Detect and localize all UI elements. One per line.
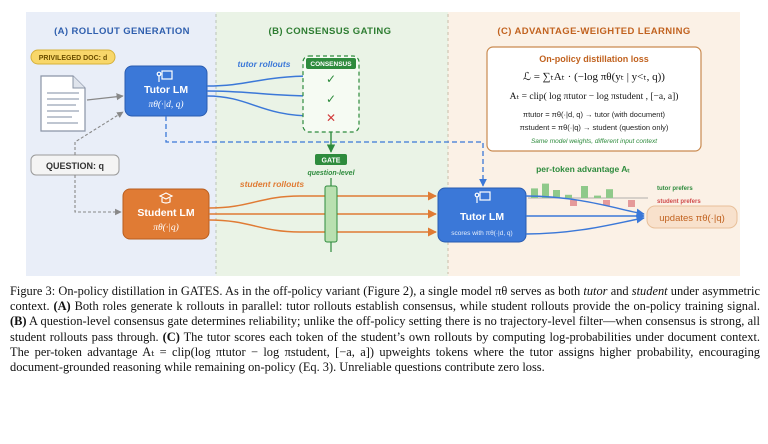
cross-icon: ✕	[326, 111, 336, 125]
scorer-output-arrow	[525, 195, 645, 217]
student-policy-definition: πstudent = πθ(·|q) → student (question o…	[520, 123, 669, 132]
panel-a-title: (A) ROLLOUT GENERATION	[54, 26, 190, 37]
tutor-rollouts-label: tutor rollouts	[238, 59, 291, 69]
advantage-bar-positive	[542, 183, 549, 198]
tutor-lm-policy: πθ(·|d, q)	[149, 99, 184, 110]
consensus-tag	[306, 58, 356, 69]
student-icon	[158, 192, 174, 204]
tutor-lm-name: Tutor LM	[144, 84, 188, 96]
document-icon	[40, 75, 86, 132]
advantage-bar-positive	[553, 190, 560, 198]
gate-bar	[324, 185, 338, 243]
tutor-scorer-box	[437, 187, 527, 243]
gate-label: GATE	[322, 158, 341, 165]
caption-figure-label: Figure 3: On-policy distillation in GATE…	[10, 284, 223, 298]
advantage-bar-positive	[606, 189, 613, 198]
student-lm-policy: πθ(·|q)	[153, 222, 179, 233]
advantage-bar-negative	[603, 200, 610, 206]
loss-equation: ℒ = ∑ₜAₜ · (−log πθ(yₜ | y<ₜ, q))	[523, 71, 665, 83]
student-rollouts-label: student rollouts	[240, 179, 304, 189]
tutor-icon	[156, 70, 173, 82]
question-to-student-arrow	[74, 175, 122, 216]
advantage-bar-negative	[628, 200, 635, 207]
updates-label: updates πθ(·|q)	[659, 213, 725, 224]
advantage-bar-positive	[581, 186, 588, 198]
student-rollout-arrow	[208, 191, 437, 209]
updates-pill	[646, 205, 738, 229]
tutor-rollout-arrow	[206, 90, 315, 101]
advantage-equation: Aₜ = clip( log πtutor − log πstudent , […	[510, 91, 679, 102]
student-lm-name: Student LM	[137, 207, 194, 219]
question-label: QUESTION: q	[46, 161, 104, 171]
check-icon: ✓	[326, 72, 336, 86]
advantage-bar-positive	[531, 188, 538, 198]
figure-caption: Figure 3: On-policy distillation in GATE…	[10, 284, 761, 375]
advantage-bar-positive	[565, 194, 572, 198]
panel-c-title: (C) ADVANTAGE-WEIGHTED LEARNING	[497, 26, 690, 37]
gates-diagram: (A) ROLLOUT GENERATION (B) CONSENSUS GAT…	[26, 12, 740, 276]
student-prefers-label: student prefers	[657, 199, 701, 205]
gate-scope-label: question-level	[307, 170, 355, 177]
shared-weights-note: Same model weights, different input cont…	[531, 138, 658, 145]
tutor-policy-definition: πtutor = πθ(·|d, q) → tutor (with docume…	[523, 110, 666, 119]
consensus-label: CONSENSUS	[310, 61, 352, 68]
loss-box	[486, 46, 702, 152]
privileged-doc-label: PRIVILEGED DOC: d	[39, 55, 107, 62]
per-token-advantage-label: per-token advantage Aₜ	[536, 164, 630, 174]
privileged-doc-badge	[30, 49, 116, 65]
tutor-scorer-icon	[474, 191, 491, 203]
tutor-rollout-arrow	[206, 71, 315, 87]
tutor-prefers-label: tutor prefers	[657, 186, 693, 192]
panel-b-title: (B) CONSENSUS GATING	[269, 26, 392, 37]
tutor-scorer-subtitle: scores with πθ(·|d, q)	[451, 230, 512, 237]
student-rollout-arrow	[208, 219, 437, 237]
scorer-output-arrow	[525, 215, 645, 235]
doc-to-tutor-arrow	[86, 93, 124, 101]
tutor-scorer-name: Tutor LM	[460, 211, 504, 223]
check-icon: ✓	[326, 92, 336, 106]
advantage-bar-negative	[570, 200, 577, 206]
advantage-bar-positive	[594, 195, 601, 198]
tutor-to-scorer-link	[165, 116, 487, 187]
loss-title: On-policy distillation loss	[539, 54, 649, 64]
gate-tag	[315, 154, 347, 165]
question-to-tutor-arrow	[74, 111, 124, 155]
advantage-bars	[531, 183, 635, 207]
tutor-rollout-arrow	[206, 95, 315, 121]
